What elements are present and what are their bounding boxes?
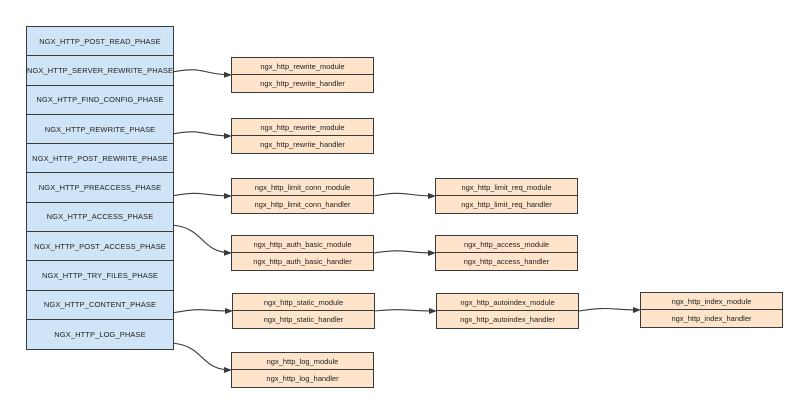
handler-name: ngx_http_index_handler xyxy=(671,314,752,323)
module-box-access: ngx_http_access_module ngx_http_access_h… xyxy=(435,235,578,271)
module-name: ngx_http_access_module xyxy=(436,236,577,253)
module-box-log: ngx_http_log_module ngx_http_log_handler xyxy=(231,352,374,388)
handler-name: ngx_http_rewrite_handler xyxy=(260,140,345,149)
module-box-auth-basic: ngx_http_auth_basic_module ngx_http_auth… xyxy=(231,235,374,271)
module-name: ngx_http_rewrite_module xyxy=(232,58,373,75)
handler-name: ngx_http_limit_conn_handler xyxy=(254,200,351,209)
handler-name: ngx_http_rewrite_handler xyxy=(260,79,345,88)
phase-post-read: NGX_HTTP_POST_READ_PHASE xyxy=(27,27,173,57)
handler-name: ngx_http_static_handler xyxy=(263,315,344,324)
module-box-server-rewrite: ngx_http_rewrite_module ngx_http_rewrite… xyxy=(231,57,374,93)
module-box-limit-req: ngx_http_limit_req_module ngx_http_limit… xyxy=(435,178,578,214)
module-box-limit-conn: ngx_http_limit_conn_module ngx_http_limi… xyxy=(231,178,374,214)
phase-post-access: NGX_HTTP_POST_ACCESS_PHASE xyxy=(27,232,173,262)
module-box-index: ngx_http_index_module ngx_http_index_han… xyxy=(640,292,783,328)
module-name: ngx_http_autoindex_module xyxy=(437,294,578,311)
handler-name: ngx_http_log_handler xyxy=(266,374,339,383)
arrow-preaccess-to-limit-conn xyxy=(171,192,232,199)
handler-name: ngx_http_access_handler xyxy=(463,257,550,266)
phase-stack: NGX_HTTP_POST_READ_PHASE NGX_HTTP_SERVER… xyxy=(26,26,174,351)
module-name: ngx_http_limit_conn_module xyxy=(232,179,373,196)
module-name: ngx_http_index_module xyxy=(641,293,782,310)
handler-name: ngx_http_limit_req_handler xyxy=(461,200,552,209)
module-box-rewrite: ngx_http_rewrite_module ngx_http_rewrite… xyxy=(231,118,374,154)
module-name: ngx_http_static_module xyxy=(233,294,374,311)
arrow-static-to-autoindex xyxy=(374,307,437,314)
arrow-access-to-auth-basic xyxy=(171,224,232,256)
module-box-autoindex: ngx_http_autoindex_module ngx_http_autoi… xyxy=(436,293,579,329)
arrow-content-to-static xyxy=(171,307,233,314)
phase-access: NGX_HTTP_ACCESS_PHASE xyxy=(27,203,173,233)
module-name: ngx_http_limit_req_module xyxy=(436,179,577,196)
module-name: ngx_http_rewrite_module xyxy=(232,119,373,136)
arrow-server-rewrite-to-rewrite-module xyxy=(171,69,232,78)
module-name: ngx_http_log_module xyxy=(232,353,373,370)
phase-find-config: NGX_HTTP_FIND_CONFIG_PHASE xyxy=(27,86,173,115)
handler-name: ngx_http_autoindex_handler xyxy=(460,315,555,324)
phase-server-rewrite: NGX_HTTP_SERVER_REWRITE_PHASE xyxy=(27,56,173,86)
arrow-rewrite-to-rewrite-module xyxy=(171,131,232,139)
handler-name: ngx_http_auth_basic_handler xyxy=(253,257,352,266)
arrow-autoindex-to-index xyxy=(578,306,641,313)
arrow-log-to-log-module xyxy=(171,342,232,373)
phase-preaccess: NGX_HTTP_PREACCESS_PHASE xyxy=(27,173,173,203)
phase-post-rewrite: NGX_HTTP_POST_REWRITE_PHASE xyxy=(27,144,173,174)
arrow-auth-basic-to-access xyxy=(373,249,436,256)
phase-content: NGX_HTTP_CONTENT_PHASE xyxy=(27,291,173,320)
phase-rewrite: NGX_HTTP_REWRITE_PHASE xyxy=(27,115,173,145)
phase-try-files: NGX_HTTP_TRY_FILES_PHASE xyxy=(27,261,173,291)
phase-log: NGX_HTTP_LOG_PHASE xyxy=(54,330,146,340)
module-name: ngx_http_auth_basic_module xyxy=(232,236,373,253)
arrow-limit-conn-to-limit-req xyxy=(373,192,436,199)
module-box-static: ngx_http_static_module ngx_http_static_h… xyxy=(232,293,375,329)
